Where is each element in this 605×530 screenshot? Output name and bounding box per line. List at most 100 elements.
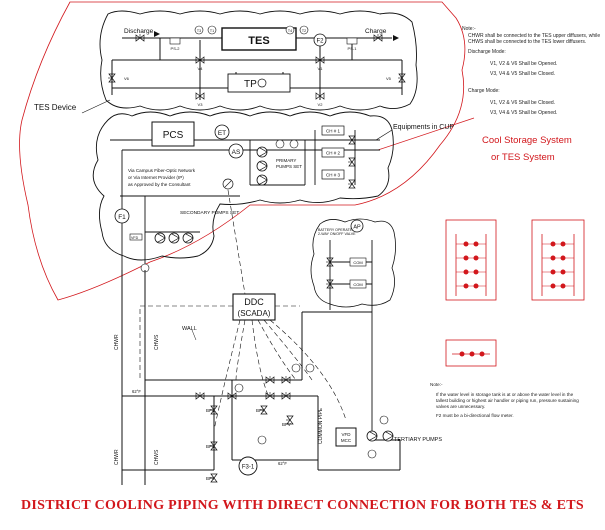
com-label-2: COM [353,282,362,287]
f2-meter: F2 [316,39,324,45]
chwr-label: CHWR [114,334,120,350]
cool-storage-leader [377,117,475,151]
discharge-line-1: V1, V2 & V6 Shall be Opened. [490,61,558,68]
f1-label: F1 [118,214,126,221]
temp-label-2: 62°F [278,461,287,466]
bfv-4: BFV [256,408,265,413]
network-note-2: or Via Internet Provider (IP) [128,175,184,180]
cool-storage-label: Cool Storage System [482,135,572,146]
bottom-note-line-4: F2 must be a bi-directional flow meter. [436,413,514,418]
tes-tank [221,27,297,51]
bfv-5: BFV [282,422,291,427]
vfd-mcc-box [335,427,357,447]
secondary-pumps-label: SECONDARY PUMPS SET [180,210,239,216]
network-note-3: as Approved by the Consultant [128,182,191,187]
cup-leader [375,129,393,141]
control-wiring [139,189,347,431]
battery-valve-label-2: 2-WAY ON/OFF VALVE [318,232,356,236]
discharge-line-2: V3, V4 & V5 Shall be Closed. [490,70,556,77]
charge-line-2: V3, V4 & V5 Shall be Opened. [490,109,558,116]
tes-system-label: or TES System [491,152,555,163]
cup-cloud [92,111,394,261]
ps1-label: PS-1 [348,46,358,51]
bottom-note-line-1: If the water level in storage tank is at… [436,392,574,397]
ap-label: AP [353,225,361,231]
t1-tag: T1 [210,29,214,33]
charge-mode-title: Charge Mode: [468,87,500,94]
top-note-title: Note:- [462,26,476,32]
v6-label: V6 [124,76,130,81]
chwr-label-2: CHWR [114,449,120,465]
building-diagram-2 [531,219,585,301]
temp-label-1: 62°F [132,389,141,394]
f3-meter: F3-1 [242,465,255,471]
bottom-note-line-3: valves are unnecessary. [436,404,486,409]
bfv-1: BFV [206,408,215,413]
tes-instruments: T3 T1 T2 T4 F2 PS-2 PS-1 [169,25,358,51]
scada-label: (SCADA) [238,309,271,318]
com-label-1: COM [353,260,362,265]
vfd-mcc-label-1: VFD [342,432,352,437]
top-note: Note:- CHWR shall be connected to the TE… [462,26,602,116]
t2-tag: T2 [302,29,306,33]
bottom-note: Note:- If the water level in storage tan… [430,382,602,419]
chws-label: CHWS [154,334,160,350]
bfv-2: BFV [206,444,215,449]
wall-label: WALL [182,326,197,332]
tertiary-pumps [366,415,394,459]
charge-label: Charge [365,28,387,35]
cool-storage-boundary [19,1,466,301]
tes-device-leader [81,99,111,114]
tes-device-label: TES Device [34,103,77,112]
ets-branch-piping [329,240,373,440]
t4-tag: T4 [288,29,292,33]
charge-line-1: V1, V2 & V6 Shall be Closed. [490,100,556,107]
ddc-label: DDC [244,297,264,307]
network-note-1: Via Campus Fiber-Optic Network [128,168,196,173]
bfv-valves: BFV BFV BFV BFV BFV [195,375,294,483]
t3-tag: T3 [197,29,201,33]
battery-valve-label: BATTERY OPERATED [318,228,355,232]
vfd-mcc-label-2: MCC [341,438,352,443]
bottom-note-line-2: tallest building or highest air handler … [436,398,579,403]
tes-valves: V4 V1 V3 V2 V6 V5 [107,33,406,107]
chillers: CH # 1 CH # 2 CH # 3 [321,125,356,189]
diagram-caption: DISTRICT COOLING PIPING WITH DIRECT CONN… [20,498,585,513]
common-pipe-label: COMMON PIPE [318,407,324,444]
v5-label: V5 [386,76,392,81]
tes-device-cloud [99,10,418,111]
primary-pumps-label-1: PRIMARY [276,158,296,163]
chiller-1: CH # 1 [326,129,341,134]
chiller-2: CH # 2 [326,151,341,156]
discharge-arrow [154,31,160,37]
primary-pumps-label-2: PUMPS SET [276,164,302,169]
top-note-line-2: CHWS shall be connected to the TES lower… [468,39,587,46]
ddc-box [232,293,276,321]
ps2-label: PS-2 [171,46,181,51]
ets-cloud [310,218,396,308]
v4-label: V4 [198,66,204,71]
discharge-mode-title: Discharge Mode: [468,48,506,55]
secondary-pumps [129,232,194,244]
equipments-in-cup-label: Equipments in CUP [393,124,455,131]
bottom-note-title: Note:- [430,382,443,387]
chiller-3: CH # 3 [326,173,341,178]
chws-label-2: CHWS [154,449,160,465]
building-diagram-1 [445,219,497,301]
pcs-label: PCS [163,130,184,141]
building-diagram-3 [445,339,497,367]
v2-label: V2 [318,102,324,107]
top-note-line-1: CHWR shall be connected to the TES upper… [468,32,601,39]
v3-label: V3 [198,102,204,107]
v1-label: V1 [318,66,324,71]
et-label: ET [218,130,226,137]
as-label: AS [232,149,241,156]
tertiary-pumps-label: TERTIARY PUMPS [394,437,442,443]
tes-tank-label: TES [248,35,269,47]
discharge-label: Discharge [124,28,154,35]
secondary-vfd: VFD [131,236,139,240]
tp-label: TP [244,79,257,90]
charge-arrow [393,35,399,41]
pcs-box [151,121,195,147]
